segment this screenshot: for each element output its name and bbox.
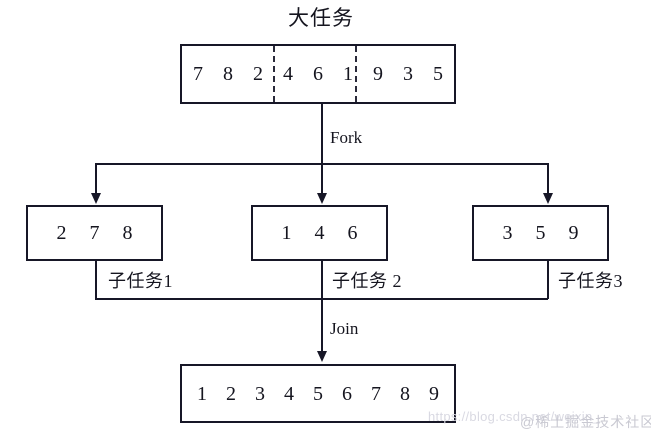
result-cell: 9 bbox=[429, 382, 439, 405]
join-stub-right bbox=[547, 261, 549, 299]
result-box: 1 2 3 4 5 6 7 8 9 bbox=[180, 364, 456, 423]
subtask-cell: 7 bbox=[89, 222, 100, 244]
subtask-cell: 5 bbox=[535, 222, 546, 244]
big-task-cell: 1 bbox=[343, 63, 353, 85]
result-cell: 2 bbox=[226, 382, 236, 405]
subtask-1-values: 2 7 8 bbox=[28, 207, 161, 259]
result-cell: 8 bbox=[400, 382, 410, 405]
split-divider-1 bbox=[273, 46, 275, 102]
page-title: 大任务 bbox=[288, 6, 354, 30]
big-task-cell: 7 bbox=[193, 63, 203, 85]
big-task-cell: 3 bbox=[403, 63, 413, 85]
big-task-cell: 8 bbox=[223, 63, 233, 85]
big-task-box: 7 8 2 4 6 1 9 3 5 bbox=[180, 44, 456, 104]
big-task-cell: 9 bbox=[373, 63, 383, 85]
subtask-3-values: 3 5 9 bbox=[474, 207, 607, 259]
join-stem-line bbox=[321, 298, 323, 352]
result-cell: 5 bbox=[313, 382, 323, 405]
subtask-cell: 4 bbox=[314, 222, 325, 244]
fork-branch-left bbox=[95, 163, 97, 195]
fork-label: Fork bbox=[330, 128, 363, 147]
subtask-label-1: 子任务1 bbox=[108, 271, 173, 291]
fork-branch-right bbox=[547, 163, 549, 195]
subtask-cell: 2 bbox=[56, 222, 67, 244]
result-values: 1 2 3 4 5 6 7 8 9 bbox=[182, 366, 454, 421]
subtask-box-1: 2 7 8 bbox=[26, 205, 163, 261]
subtask-cell: 6 bbox=[347, 222, 358, 244]
subtask-cell: 1 bbox=[281, 222, 292, 244]
big-task-cell: 2 bbox=[253, 63, 263, 85]
subtask-box-3: 3 5 9 bbox=[472, 205, 609, 261]
result-cell: 1 bbox=[197, 382, 207, 405]
join-label: Join bbox=[330, 319, 359, 338]
fork-arrow-right bbox=[543, 193, 553, 204]
result-cell: 7 bbox=[371, 382, 381, 405]
subtask-label-2: 子任务 2 bbox=[332, 271, 402, 291]
fork-stem-line bbox=[321, 104, 323, 163]
big-task-cell: 5 bbox=[433, 63, 443, 85]
result-cell: 4 bbox=[284, 382, 294, 405]
fork-arrow-middle bbox=[317, 193, 327, 204]
big-task-cell: 6 bbox=[313, 63, 323, 85]
fork-arrow-left bbox=[91, 193, 101, 204]
big-task-values: 7 8 2 4 6 1 9 3 5 bbox=[182, 46, 454, 102]
result-cell: 3 bbox=[255, 382, 265, 405]
join-stub-middle bbox=[321, 261, 323, 299]
join-stub-left bbox=[95, 261, 97, 299]
subtask-box-2: 1 4 6 bbox=[251, 205, 388, 261]
watermark-url: https://blog.csdn.net/weixin_ bbox=[428, 409, 601, 424]
split-divider-2 bbox=[355, 46, 357, 102]
subtask-cell: 3 bbox=[502, 222, 513, 244]
subtask-2-values: 1 4 6 bbox=[253, 207, 386, 259]
fork-branch-middle bbox=[321, 163, 323, 195]
join-arrow bbox=[317, 351, 327, 362]
subtask-cell: 9 bbox=[568, 222, 579, 244]
watermark-brand: @稀土掘金技术社区 bbox=[520, 414, 651, 430]
subtask-label-3: 子任务3 bbox=[558, 271, 623, 291]
big-task-cell: 4 bbox=[283, 63, 293, 85]
result-cell: 6 bbox=[342, 382, 352, 405]
subtask-cell: 8 bbox=[122, 222, 133, 244]
